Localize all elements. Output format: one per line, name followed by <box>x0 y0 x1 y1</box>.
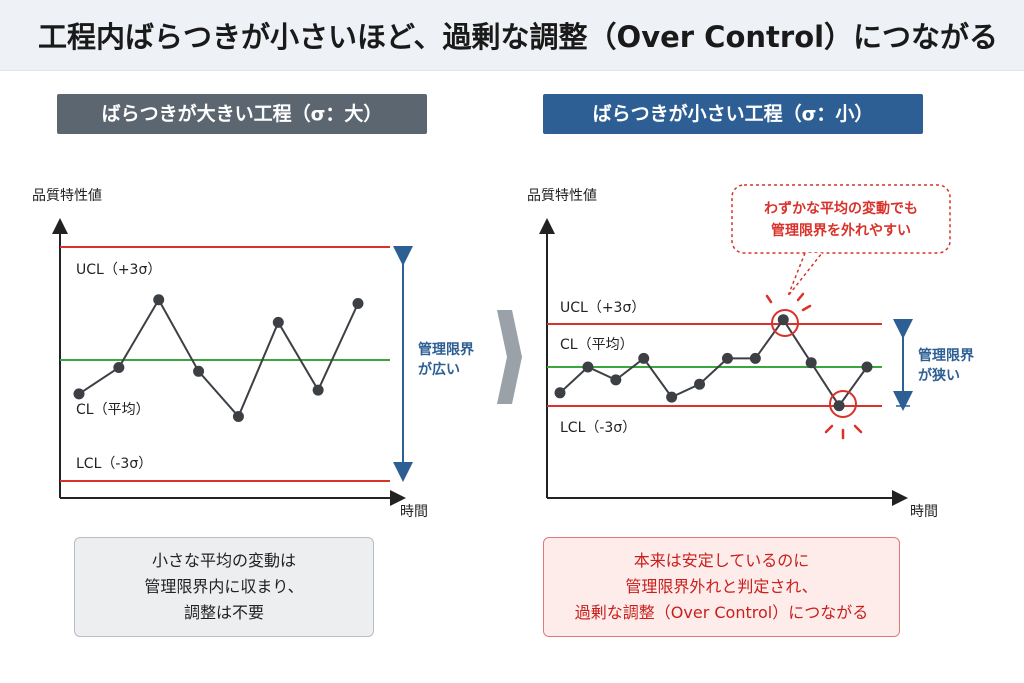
page-title: 工程内ばらつきが小さいほど、過剰な調整（Over Control）につながる <box>38 20 999 54</box>
left-summary-line3: 調整は不要 <box>183 603 264 622</box>
left-x-axis-label: 時間 <box>400 504 428 520</box>
right-x-axis-label: 時間 <box>910 504 938 520</box>
right-range-note-line2: が狭い <box>918 367 960 384</box>
left-panel-header: ばらつきが大きい工程（σ：大） <box>57 94 427 134</box>
right-ucl-label: UCL（+3σ） <box>560 300 645 316</box>
left-data-point-8 <box>352 298 364 309</box>
left-series-line <box>78 297 359 419</box>
left-data-point-3 <box>153 294 165 306</box>
left-summary-line2: 管理限界内に収まり、 <box>144 577 304 596</box>
alert-burst-icon-bottom <box>824 424 863 440</box>
left-summary-box: 小さな平均の変動は 管理限界内に収まり、 調整は不要 <box>74 537 374 637</box>
right-data-point-2 <box>582 361 594 373</box>
right-summary-box: 本来は安定しているのに 管理限界外れと判定され、 過剰な調整（Over Cont… <box>543 537 900 637</box>
arrow-divider-icon <box>497 310 522 404</box>
right-lcl-label: LCL（-3σ） <box>560 420 636 436</box>
left-lcl-label: LCL（-3σ） <box>76 456 152 472</box>
left-range-note-line1: 管理限界 <box>418 341 475 358</box>
right-points <box>554 314 873 412</box>
left-data-point-2 <box>113 362 125 374</box>
left-range-note-line2: が広い <box>418 361 460 378</box>
right-summary-line2: 管理限界外れと判定され、 <box>625 577 818 596</box>
left-ucl-label: UCL（+3σ） <box>76 262 161 278</box>
right-data-point-12 <box>861 361 873 373</box>
right-range-note-line1: 管理限界 <box>918 347 975 364</box>
left-cl-label: CL（平均） <box>76 402 150 418</box>
right-data-point-4 <box>638 352 650 364</box>
right-panel-header: ばらつきが小さい工程（σ：小） <box>543 94 923 134</box>
right-summary-line3: 過剰な調整（Over Control）につながる <box>574 603 869 622</box>
left-data-point-1 <box>73 388 85 400</box>
right-data-point-10 <box>805 357 817 369</box>
left-summary-line1: 小さな平均の変動は <box>151 551 296 570</box>
right-data-point-6 <box>694 378 706 390</box>
right-y-axis-label: 品質特性値 <box>527 188 597 204</box>
right-data-point-3 <box>610 374 622 386</box>
right-series-line <box>559 317 868 408</box>
left-data-point-6 <box>272 316 284 328</box>
left-points <box>73 294 364 422</box>
left-data-point-5 <box>232 411 244 422</box>
right-cl-label: CL（平均） <box>560 337 634 353</box>
lcl-breach-highlight <box>829 390 857 418</box>
left-data-point-7 <box>312 384 324 396</box>
left-data-point-4 <box>193 365 205 377</box>
right-data-point-8 <box>749 352 761 364</box>
title-bar: 工程内ばらつきが小さいほど、過剰な調整（Over Control）につながる <box>0 0 1024 71</box>
callout-line1: わずかな平均の変動でも <box>764 200 918 217</box>
right-data-point-7 <box>721 352 733 364</box>
callout-line2: 管理限界を外れやすい <box>771 222 911 239</box>
right-summary-line1: 本来は安定しているのに <box>633 551 810 570</box>
ucl-breach-highlight <box>771 309 799 337</box>
right-data-point-11 <box>833 400 845 412</box>
left-y-axis-label: 品質特性値 <box>32 188 102 204</box>
alert-burst-icon-top <box>765 292 812 312</box>
callout-bubble <box>731 184 951 254</box>
right-data-point-9 <box>777 314 789 326</box>
right-data-point-5 <box>666 391 678 403</box>
right-data-point-1 <box>554 387 566 399</box>
